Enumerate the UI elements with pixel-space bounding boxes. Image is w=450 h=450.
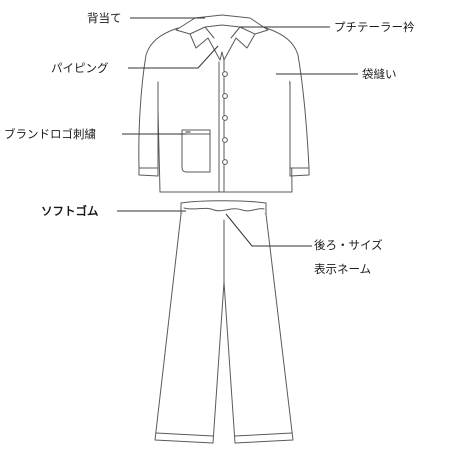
- leader-piping: [128, 45, 219, 69]
- jacket-collar-left: [189, 33, 223, 61]
- jacket-pocket: [181, 129, 211, 173]
- label-bag-seam: 袋縫い: [362, 67, 397, 81]
- jacket-right-sleeve: [265, 27, 310, 169]
- jacket-button: [222, 93, 228, 99]
- label-back-yoke: 背当て: [87, 11, 122, 25]
- label-soft-elastic: ソフトゴム: [41, 204, 99, 218]
- pants-drawing: [154, 200, 294, 444]
- label-back-size-line2: 表示ネーム: [314, 262, 372, 276]
- leader-size-label: [225, 213, 312, 247]
- label-piping: パイピング: [51, 61, 109, 75]
- label-brand-logo: ブランドロゴ刺繍: [4, 127, 96, 141]
- jacket-drawing: [138, 14, 310, 193]
- label-back-size-line1: 後ろ・サイズ: [314, 238, 383, 252]
- label-petite-collar: プチテーラー衿: [334, 20, 415, 34]
- jacket-button: [222, 159, 228, 165]
- jacket-button: [222, 137, 228, 143]
- jacket-button: [222, 71, 228, 77]
- jacket-collar-right: [221, 33, 256, 61]
- jacket-button: [222, 115, 228, 121]
